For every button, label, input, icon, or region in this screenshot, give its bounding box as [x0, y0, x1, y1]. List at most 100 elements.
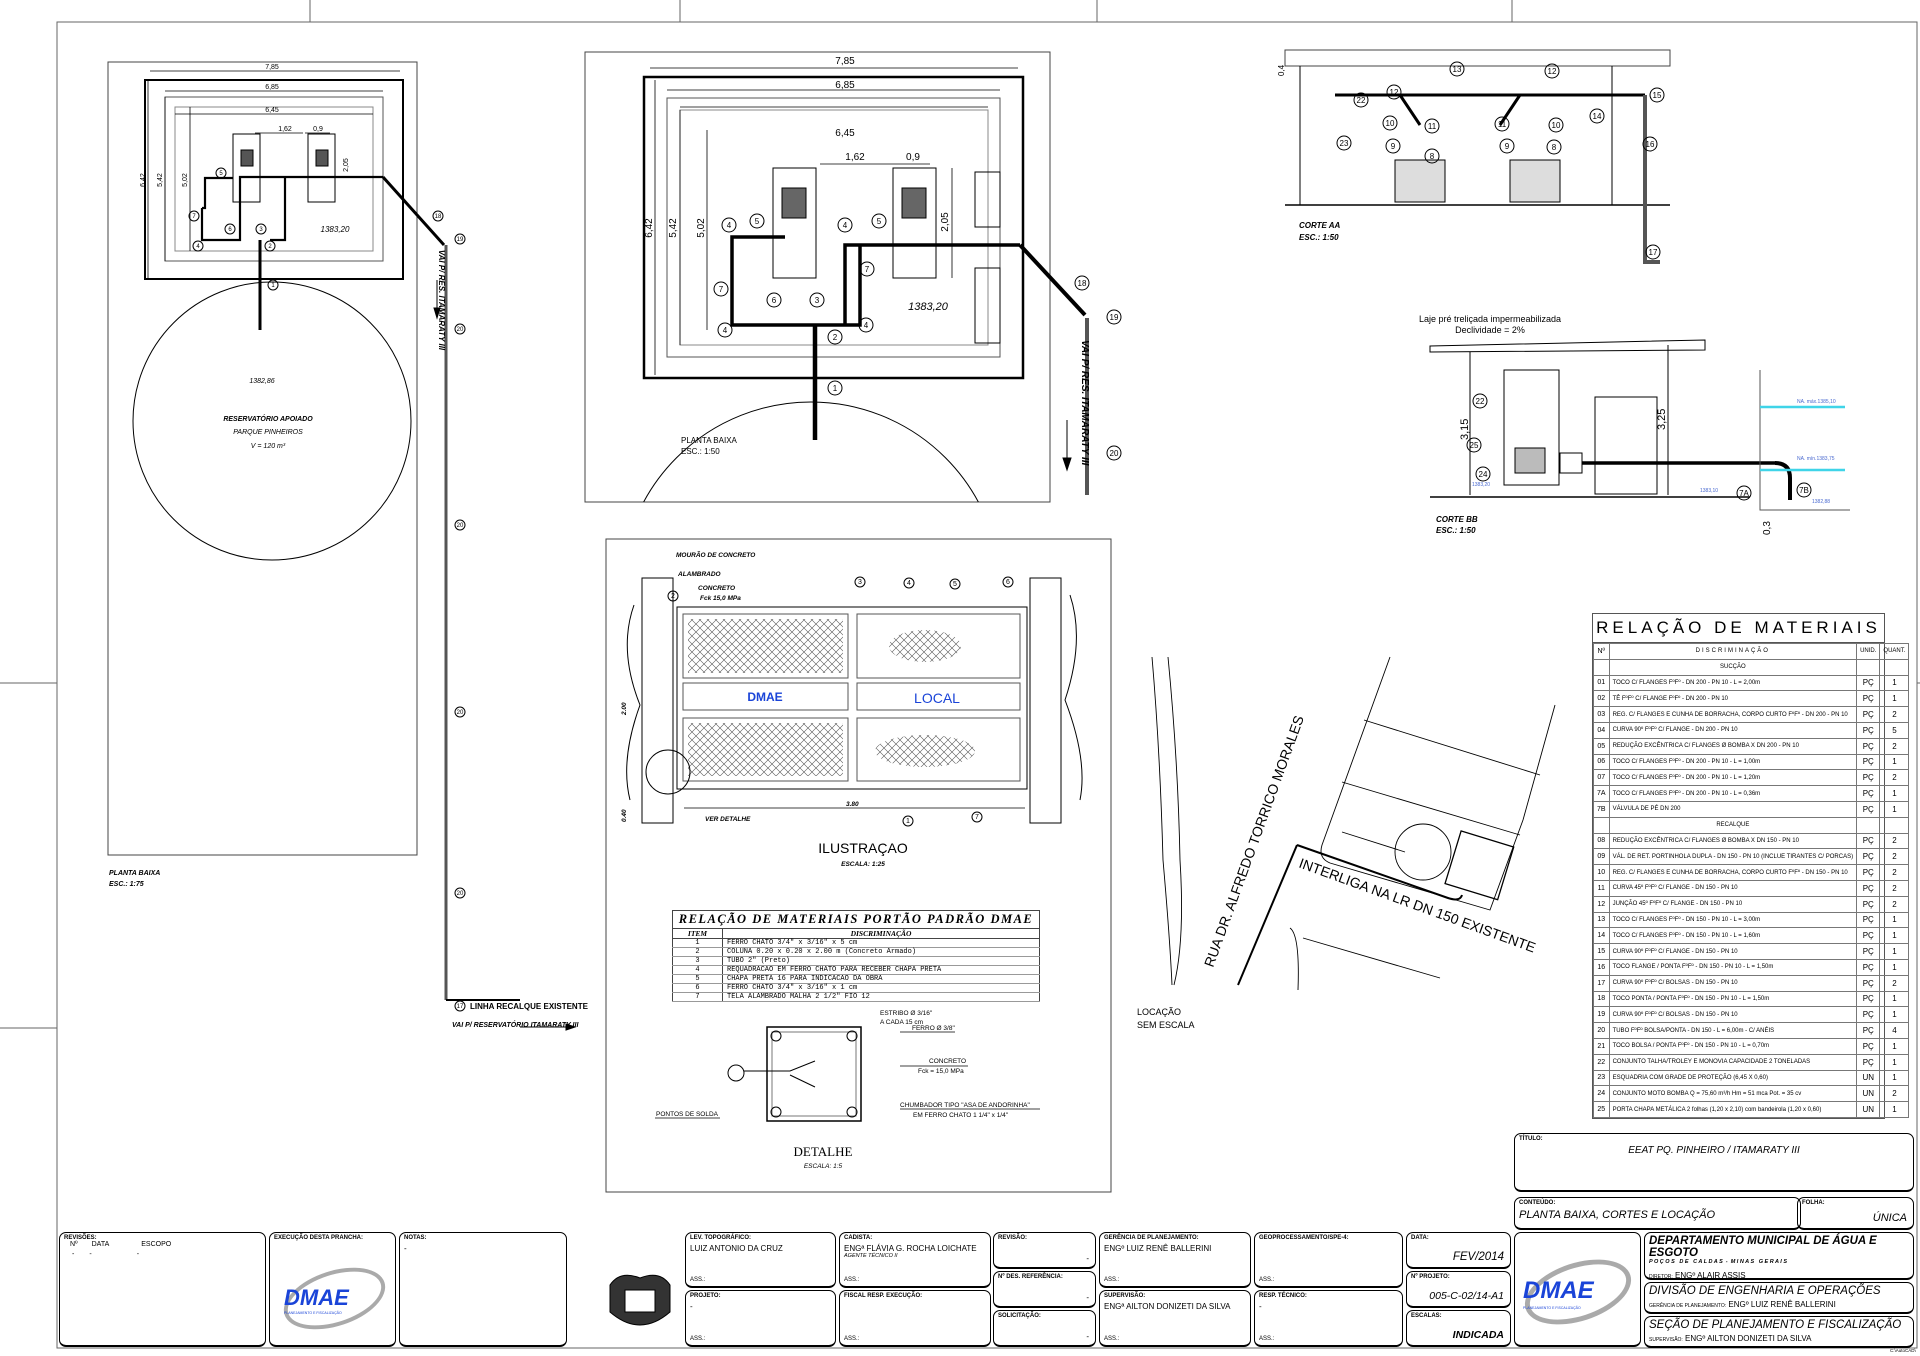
item-unit: PÇ: [1856, 1006, 1881, 1024]
callout-marker: 16: [1642, 136, 1658, 152]
svg-text:7B: 7B: [1799, 486, 1809, 495]
item-quantity: 2: [1879, 879, 1910, 897]
item-number: 25: [1593, 1101, 1610, 1118]
item-number: 02: [1593, 690, 1610, 708]
item-quantity: 1: [1879, 1069, 1910, 1087]
svg-text:0,4: 0,4: [1277, 64, 1286, 76]
section-name: SEÇÃO DE PLANEJAMENTO E FISCALIZAÇÃO: [1649, 1319, 1902, 1331]
sheet-field: FOLHA: ÚNICA: [1797, 1197, 1914, 1230]
director-label: DIRETOR:: [1649, 1274, 1673, 1280]
rev-number: -: [72, 1251, 75, 1258]
item-number: 08: [1593, 832, 1610, 850]
svg-text:7: 7: [192, 214, 196, 220]
callout-marker: 12: [1544, 63, 1560, 79]
item-number: 3: [672, 956, 723, 966]
callout-marker: 18: [432, 210, 444, 222]
svg-text:1383,20: 1383,20: [908, 301, 949, 313]
item-unit: PÇ: [1856, 927, 1881, 945]
item-description: TOCO C/ FLANGES FºFº - DN 200 - PN 10 - …: [1608, 674, 1858, 692]
header-description: DISCRIMINAÇÃO: [1608, 643, 1858, 660]
project-number-label: Nº PROJETO:: [1411, 1274, 1450, 1280]
item-description: CURVA 90º FºFº C/ FLANGE - DN 150 - PN 1…: [1608, 943, 1858, 960]
svg-text:Fck 15,0 MPa: Fck 15,0 MPa: [700, 595, 741, 602]
svg-text:6: 6: [1006, 579, 1010, 586]
svg-text:RESERVATÓRIO APOIADO: RESERVATÓRIO APOIADO: [223, 414, 313, 423]
svg-text:V = 120 m³: V = 120 m³: [251, 443, 286, 450]
callout-marker: 17: [454, 1000, 466, 1012]
callout-marker: 7: [188, 210, 200, 222]
sheet-value: ÚNICA: [1872, 1212, 1907, 1224]
svg-text:ESC.: 1:50: ESC.: 1:50: [1436, 526, 1476, 535]
svg-text:VAI P/ RESERVATÓRIO ITAMARATY: VAI P/ RESERVATÓRIO ITAMARATY III: [452, 1020, 579, 1029]
item-quantity: 1: [1879, 1053, 1910, 1071]
svg-text:10: 10: [1386, 119, 1395, 128]
svg-text:2: 2: [671, 593, 675, 600]
header-number: Nº: [1593, 643, 1610, 660]
svg-text:1,62: 1,62: [845, 152, 865, 163]
reference-field: Nº DES. REFERÊNCIA:-: [993, 1271, 1096, 1308]
svg-text:PLANTA BAIXA: PLANTA BAIXA: [681, 436, 738, 445]
svg-text:5,42: 5,42: [157, 173, 164, 187]
item-number: 03: [1593, 706, 1610, 723]
svg-text:11: 11: [1498, 120, 1507, 129]
item-description: TUBO FºFº BOLSA/PONTA - DN 150 - L = 6,0…: [1608, 1022, 1858, 1039]
svg-text:NA. máx.1385,10: NA. máx.1385,10: [1797, 399, 1836, 405]
callout-marker: 12: [1386, 84, 1402, 100]
svg-text:4: 4: [843, 221, 848, 230]
svg-text:1383,20: 1383,20: [1472, 482, 1490, 488]
callout-marker: 5: [949, 578, 961, 590]
callout-marker: 24: [1475, 466, 1491, 482]
svg-text:7,85: 7,85: [835, 56, 855, 67]
svg-text:CONCRETO: CONCRETO: [698, 585, 735, 592]
date-field: DATA:FEV/2014: [1406, 1232, 1511, 1269]
callout-marker: 6: [766, 292, 782, 308]
item-description: CURVA 90º FºFº C/ BOLSAS - DN 150 - PN 1…: [1608, 1006, 1858, 1024]
svg-text:3: 3: [815, 296, 820, 305]
callout-marker: 22 25 24 7A 7B: [1466, 393, 1812, 501]
svg-text:13: 13: [1453, 65, 1462, 74]
header-description: DISCRIMINAÇÃO: [722, 928, 1040, 939]
callout-marker: 4: [837, 217, 853, 233]
svg-text:4: 4: [727, 221, 732, 230]
cadist-label: CADISTA:: [844, 1235, 873, 1241]
callout-marker: 4: [903, 577, 915, 589]
item-number: 05: [1593, 737, 1610, 755]
svg-text:8: 8: [1552, 143, 1557, 152]
city: P O Ç O S D E C A L D A S - M I N A S G …: [1649, 1259, 1788, 1265]
item-unit: PÇ: [1856, 769, 1881, 787]
svg-text:6: 6: [228, 227, 232, 233]
planning-value: ENGº LUIZ RENÊ BALLERINI: [1104, 1244, 1212, 1253]
callout-marker: 15: [1649, 87, 1665, 103]
item-description: VÁLVULA DE PÉ DN 200: [1608, 800, 1858, 818]
survey-label: LEV. TOPOGRÁFICO:: [690, 1235, 752, 1241]
svg-text:7: 7: [865, 265, 870, 274]
gate-materials-table: RELAÇÃO DE MATERIAIS PORTÃO PADRÃO DMAE …: [672, 910, 1040, 1002]
svg-text:19: 19: [1110, 313, 1119, 322]
manager-label: GERÊNCIA DE PLANEJAMENTO:: [1649, 1303, 1727, 1309]
item-quantity: 1: [1879, 1101, 1910, 1118]
svg-text:11: 11: [1428, 122, 1437, 131]
item-number: 7: [672, 992, 723, 1002]
department-name: DEPARTAMENTO MUNICIPAL DE ÁGUA E ESGOTO: [1649, 1235, 1877, 1259]
callout-marker: 7: [859, 261, 875, 277]
callout-marker: 11: [1424, 118, 1440, 134]
callout-marker: 9: [1499, 138, 1515, 154]
callout-marker: 7,856,85 6,451,62 0,9 6,42 5,42 5,02 2,0…: [644, 56, 1090, 466]
svg-text:ALAMBRADO: ALAMBRADO: [677, 571, 721, 578]
item-description: TOCO C/ FLANGES FºFº - DN 200 - PN 10 - …: [1608, 785, 1858, 802]
svg-text:5: 5: [755, 217, 760, 226]
callout-marker: Laje pré treliçada impermeabilizada Decl…: [1419, 314, 1836, 535]
svg-text:0,9: 0,9: [313, 126, 323, 133]
item-description: CONJUNTO TALHA/TROLEY E MONOVIA CAPACIDA…: [1608, 1053, 1858, 1071]
section-name: SUCÇÃO: [1608, 658, 1858, 676]
section-row: RECALQUE: [1593, 816, 1910, 834]
coat-of-arms: [609, 1274, 671, 1326]
svg-text:14: 14: [1593, 112, 1602, 121]
item-quantity: 1: [1879, 990, 1910, 1008]
